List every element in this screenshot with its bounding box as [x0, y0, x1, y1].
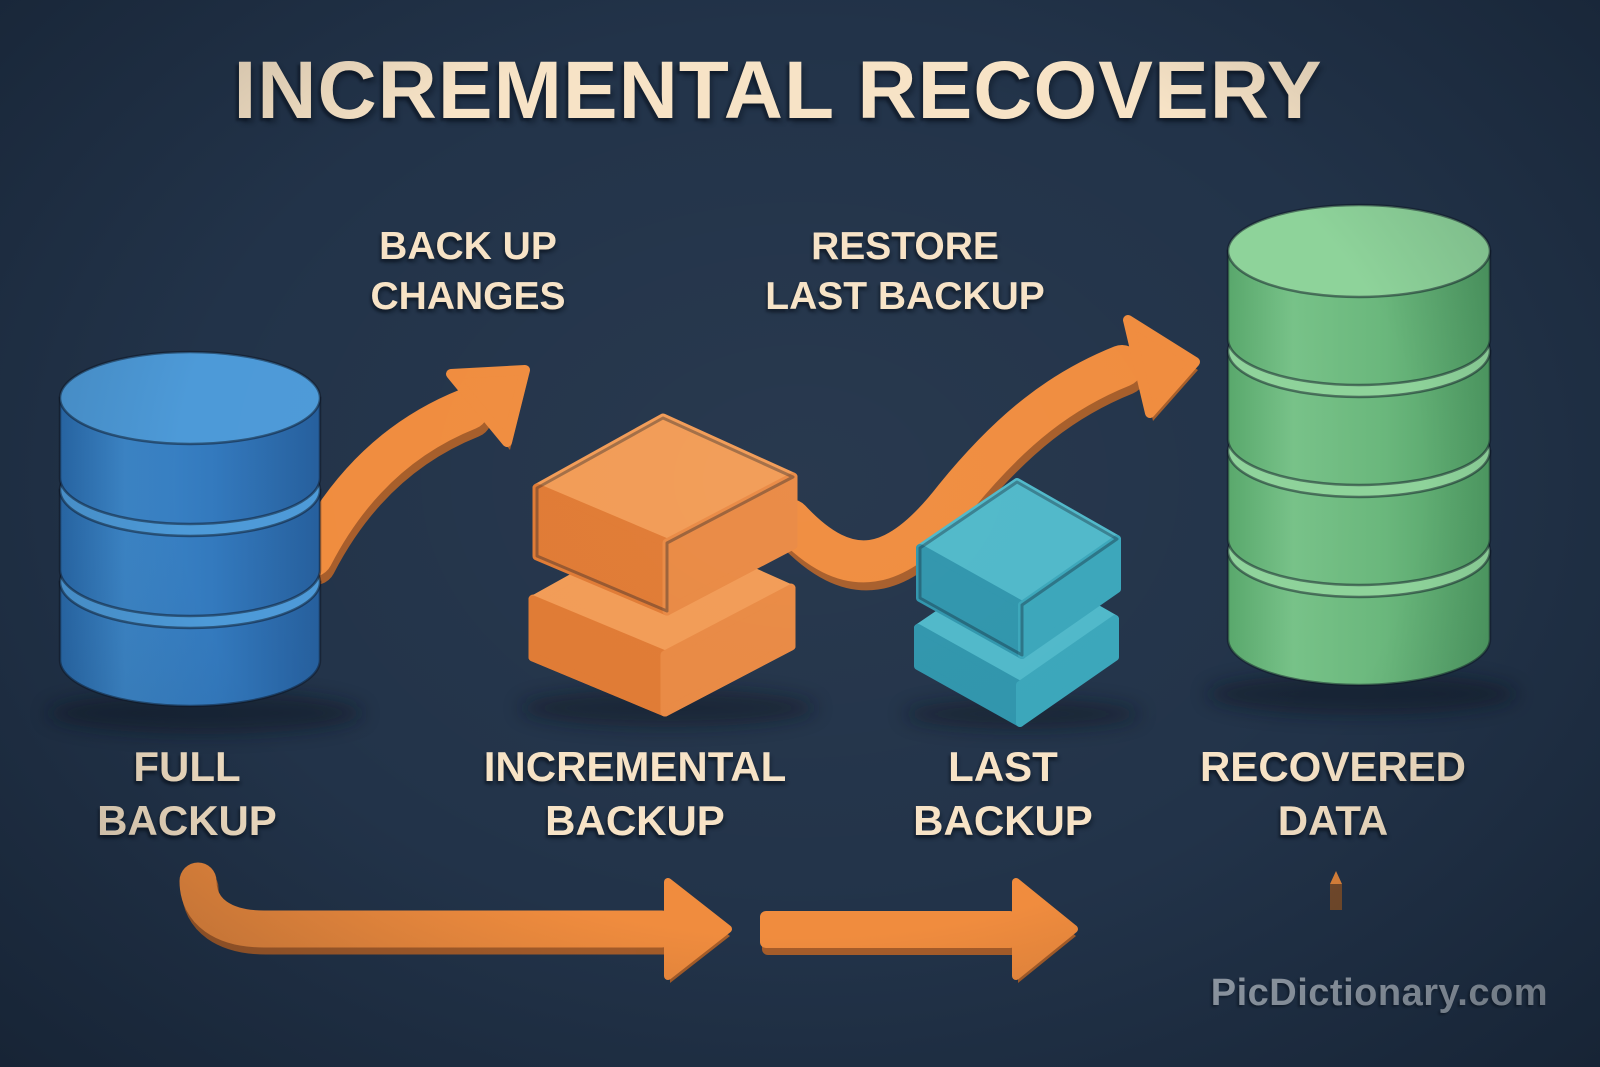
flow-arrow-2 — [760, 878, 1078, 983]
small-artifact — [1330, 871, 1342, 910]
page-title: INCREMENTAL RECOVERY — [233, 45, 1323, 136]
cylinder-disc — [1226, 203, 1492, 387]
restore-last-backup-arrow — [769, 315, 1200, 591]
cylinder-disc — [58, 350, 322, 526]
back-up-changes-label: BACK UP CHANGES — [370, 225, 566, 318]
recovered-data-cylinder — [1226, 203, 1492, 687]
ground-shadows — [47, 673, 1517, 734]
restore-last-backup-label: RESTORE LAST BACKUP — [765, 225, 1045, 318]
incremental-backup-cubes — [528, 413, 798, 717]
watermark: PicDictionary.com — [1210, 972, 1548, 1014]
backup-changes-arrow — [291, 365, 530, 585]
incremental-backup-label: INCREMENTAL BACKUP — [483, 743, 787, 844]
last-backup-label: LAST BACKUP — [913, 743, 1093, 844]
cube-top — [916, 478, 1121, 659]
full-backup-label: FULL BACKUP — [97, 743, 277, 844]
full-backup-cylinder — [58, 350, 322, 708]
flow-arrow-1 — [179, 862, 732, 983]
cube-top — [532, 413, 798, 616]
recovered-data-label: RECOVERED DATA — [1199, 743, 1467, 844]
last-backup-cubes — [914, 478, 1121, 727]
